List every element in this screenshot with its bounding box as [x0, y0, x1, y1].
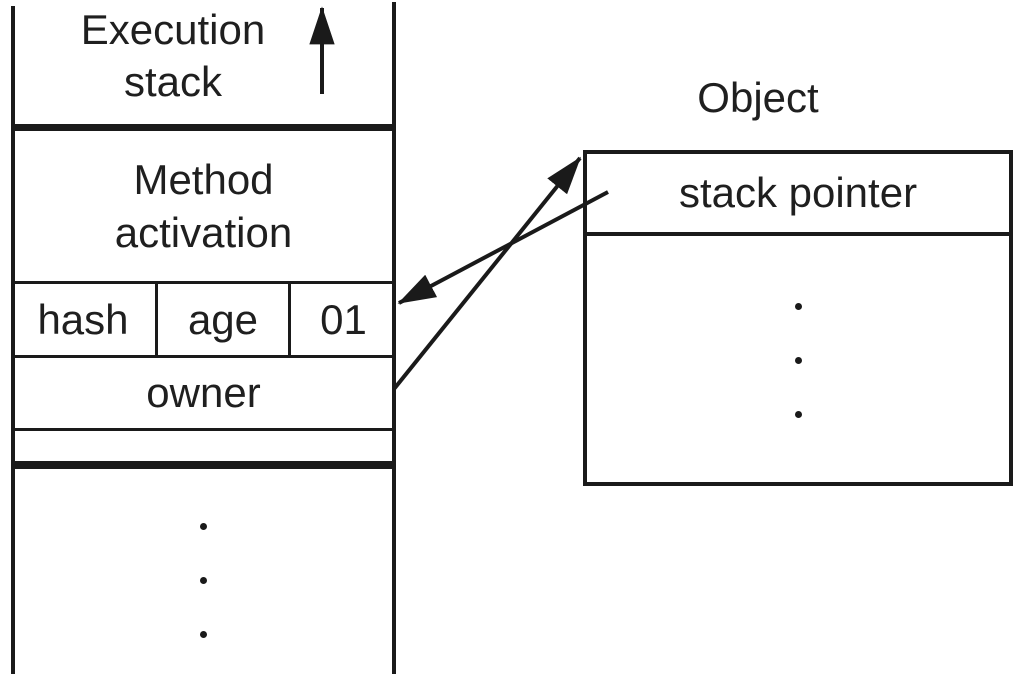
stack-left-wall: [11, 6, 15, 674]
stack-top-divider: [11, 124, 396, 131]
stack-bottom-divider: [11, 461, 396, 469]
ellipsis-dot: [794, 357, 802, 364]
stack-ellipsis: [11, 523, 396, 638]
ellipsis-dot: [200, 523, 207, 530]
object-title: Object: [697, 74, 819, 121]
object-ellipsis: [587, 303, 1009, 418]
owner-reference-arrow: [392, 156, 582, 391]
owner-field: owner: [11, 358, 396, 431]
stack-pointer-slot: stack pointer: [587, 154, 1009, 236]
method-activation-cell: Method activation: [114, 156, 293, 256]
tag-field: 01: [320, 295, 367, 343]
object-box: stack pointer: [583, 150, 1013, 486]
stack-pointer-arrow: [397, 190, 609, 305]
ellipsis-dot: [200, 577, 207, 584]
object-header-row: hash age 01: [11, 281, 396, 358]
ellipsis-dot: [200, 631, 207, 638]
ellipsis-dot: [794, 303, 802, 310]
age-field: age: [158, 284, 291, 355]
execution-stack-title: Execution stack: [80, 6, 266, 105]
ellipsis-dot: [794, 411, 802, 418]
hash-field: hash: [11, 284, 158, 355]
